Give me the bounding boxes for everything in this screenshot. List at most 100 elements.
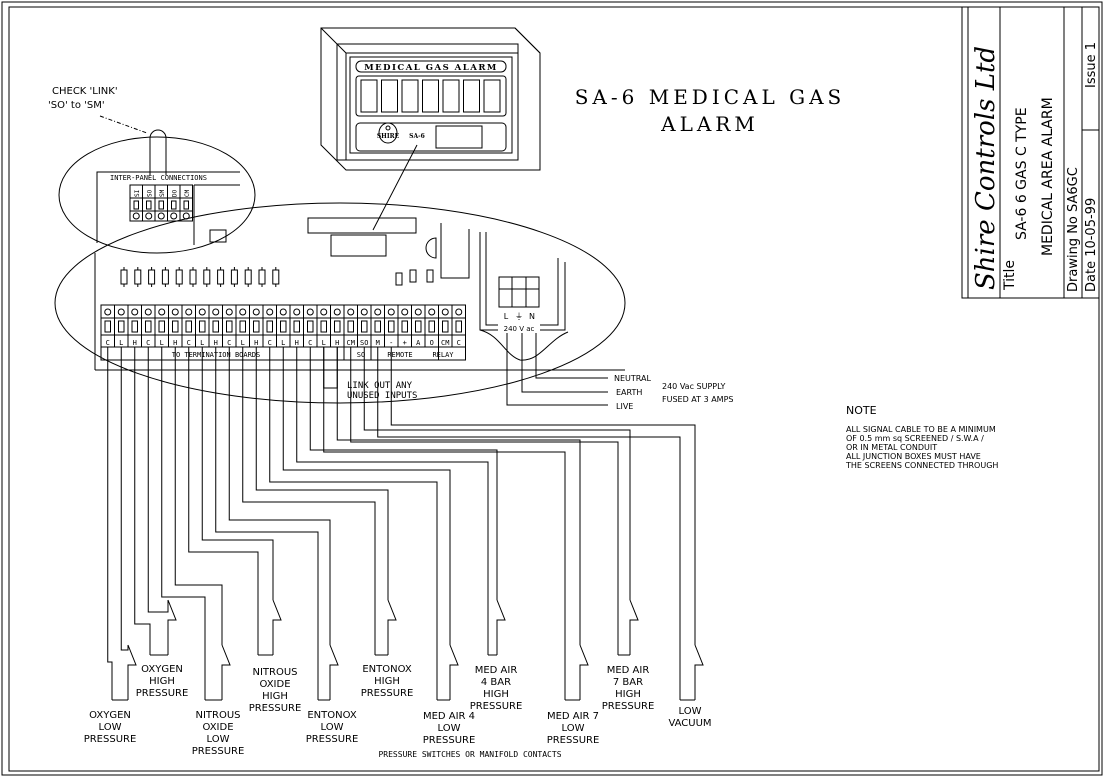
- switch-label: MED AIR 7: [547, 711, 599, 722]
- terminal-screw: [360, 308, 368, 316]
- display-window: [463, 79, 480, 113]
- switch-label: PRESSURE: [84, 734, 137, 745]
- terminal-screw: [171, 308, 179, 316]
- note-heading: NOTE: [846, 404, 877, 417]
- switch-contact: [629, 599, 639, 655]
- signal-wiring: [107, 347, 704, 701]
- terminal-clamp: [401, 320, 408, 333]
- terminal-screw: [225, 308, 233, 316]
- terminal-screw: [170, 212, 178, 220]
- terminal-clamp: [239, 320, 246, 333]
- terminal-label: C: [227, 339, 231, 347]
- switch-label: LOW: [438, 723, 461, 734]
- switch-label: OXIDE: [202, 722, 233, 733]
- terminal-screw: [252, 308, 260, 316]
- terminal-clamp: [104, 320, 111, 333]
- switch-label: NITROUS: [252, 667, 297, 678]
- switch-label: OXYGEN: [141, 664, 183, 675]
- terminal-label: M: [376, 339, 380, 347]
- switch-label: ENTONOX: [362, 664, 411, 675]
- terminal-clamp: [118, 320, 125, 333]
- title-block: Shire Controls Ltd Title SA-6 6 GAS C TY…: [961, 7, 1099, 299]
- terminal-label: C: [146, 339, 150, 347]
- terminal-screw: [185, 308, 193, 316]
- switch-label: LOW: [562, 723, 585, 734]
- terminal-label: H: [133, 339, 137, 347]
- signal-wire: [269, 347, 438, 700]
- terminal-screw: [441, 308, 449, 316]
- check-link-line-2: 'SO' to 'SM': [48, 100, 105, 111]
- fuse: [148, 269, 156, 285]
- switch-contact: [387, 599, 397, 655]
- terminal-screw: [212, 308, 220, 316]
- note-line: OR IN METAL CONDUIT: [846, 443, 937, 452]
- signal-wire: [174, 347, 223, 645]
- inner-border: [8, 6, 1100, 772]
- terminal-clamp: [334, 320, 341, 333]
- inter-panel-terminal-label: DO: [172, 189, 179, 197]
- signal-wire: [350, 347, 619, 655]
- terminal-label: L: [200, 339, 204, 347]
- switch-label: PRESSURE: [547, 735, 600, 746]
- switch-contact: [496, 599, 506, 655]
- terminal-clamp: [185, 320, 192, 333]
- switch-contact: [694, 644, 704, 700]
- terminal-screw: [132, 212, 140, 220]
- svg-text:N: N: [529, 312, 535, 321]
- inter-panel-terminal-label: SM: [159, 189, 166, 197]
- display-window: [401, 79, 419, 113]
- terminal-screw: [320, 308, 328, 316]
- supply-line-2: FUSED AT 3 AMPS: [662, 395, 733, 404]
- terminal-screw: [144, 308, 152, 316]
- title-line-2: MEDICAL AREA ALARM: [1040, 97, 1056, 256]
- main-title-line-2: ALARM: [660, 112, 759, 136]
- supply-section: L ⏚ N 240 V ac NEUTRAL EARTH LIVE 240 Va…: [479, 232, 733, 411]
- fuse: [272, 269, 280, 285]
- signal-wire: [147, 347, 169, 613]
- switch-label: PRESSURE: [136, 688, 189, 699]
- switch-label: NITROUS: [195, 710, 240, 721]
- terminal-label: H: [254, 339, 258, 347]
- terminal-label: -: [389, 339, 393, 347]
- footer-caption: PRESSURE SWITCHES OR MANIFOLD CONTACTS: [378, 750, 561, 759]
- terminal-label: H: [214, 339, 218, 347]
- link-out-bracket: [323, 347, 338, 389]
- svg-text:⏚: ⏚: [515, 312, 523, 321]
- drawing-number: Drawing No SA6GC: [1066, 167, 1081, 292]
- terminal-label: L: [322, 339, 326, 347]
- terminal-screw: [131, 308, 139, 316]
- terminal-clamp: [131, 320, 138, 333]
- terminal-label: C: [308, 339, 312, 347]
- switch-label: 4 BAR: [481, 677, 511, 688]
- terminal-label: O: [430, 339, 434, 347]
- switch-label: PRESSURE: [423, 735, 476, 746]
- fuse: [203, 269, 211, 285]
- terminal-label: C: [187, 339, 191, 347]
- terminal-clamp: [266, 320, 273, 333]
- signal-wire: [255, 347, 389, 600]
- switch-contact: [579, 644, 589, 700]
- switch-contact: [272, 599, 282, 655]
- terminal-screw: [401, 308, 409, 316]
- display-window: [422, 79, 439, 113]
- terminal-clamp: [307, 320, 314, 333]
- inter-panel-terminal-label: SO: [147, 189, 154, 197]
- live-label: LIVE: [616, 402, 633, 411]
- fuse: [258, 269, 266, 285]
- terminal-screw: [266, 308, 274, 316]
- shire-logo: [378, 122, 398, 144]
- terminal-screw: [104, 308, 112, 316]
- switch-label: VACUUM: [668, 718, 711, 729]
- panel-header: MEDICAL GAS ALARM: [364, 63, 498, 73]
- terminal-screw: [455, 308, 463, 316]
- drawing-date: Date 10-05-99: [1084, 198, 1099, 292]
- fuse: [134, 269, 142, 285]
- terminal-screw: [387, 308, 395, 316]
- switch-contact: [167, 599, 177, 655]
- terminal-clamp: [212, 320, 219, 333]
- terminal-label: H: [295, 339, 299, 347]
